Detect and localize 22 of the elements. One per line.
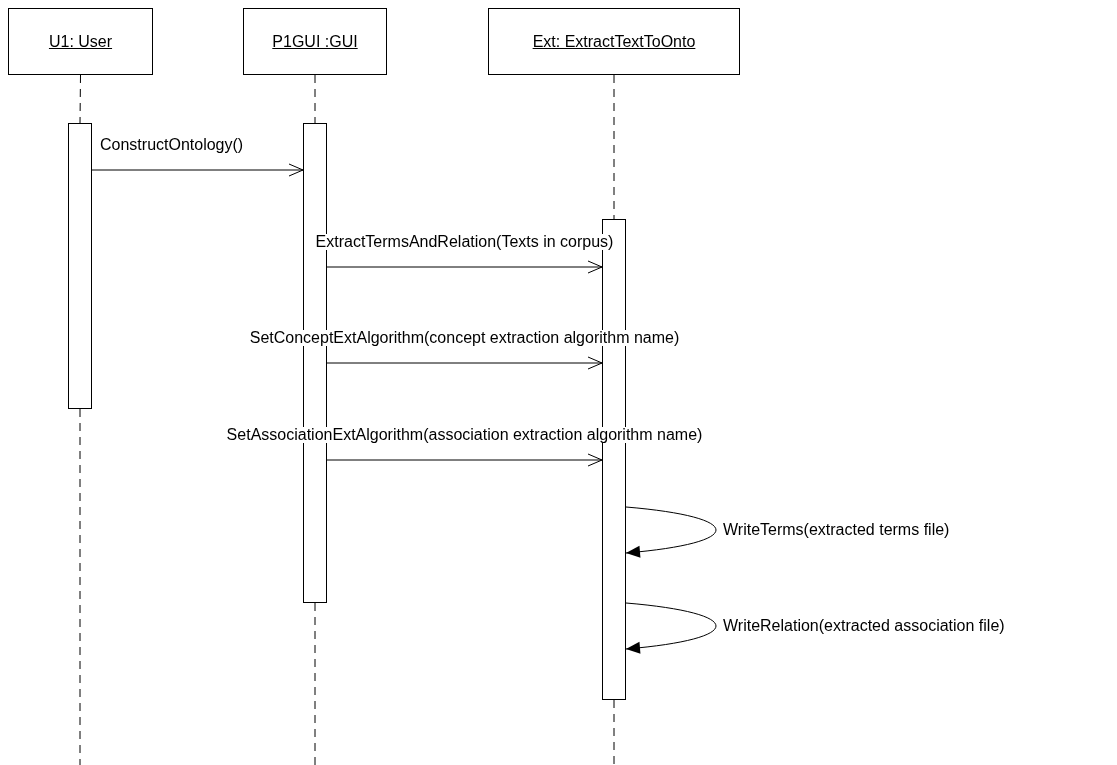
object-box [8,8,153,75]
message-label: WriteTerms(extracted terms file) [723,522,950,538]
message-arrow [326,453,603,467]
object-box [488,8,740,75]
message-label: ConstructOntology() [100,137,244,153]
activation-bar [68,123,92,409]
object-name: P1GUI :GUI [272,31,358,52]
message-arrow [326,356,603,370]
message-arrow [326,260,603,274]
lifeline [613,74,615,220]
message-arrow [91,163,304,177]
self-message-arrow [625,602,717,654]
message-label: SetConceptExtAlgorithm(concept extraction algorithm name) [249,330,680,346]
message-label: SetAssociationExtAlgorithm(association extraction algorithm name) [226,427,703,443]
object-name: U1: User [48,31,113,52]
message-label: WriteRelation(extracted association file) [723,618,1005,634]
message-label: ExtractTermsAndRelation(Texts in corpus) [315,234,614,250]
object-name: Ext: ExtractTextToOnto [532,31,696,52]
lifeline [79,74,81,124]
object-box [243,8,387,75]
self-message-arrow [625,506,717,558]
lifeline [314,74,316,124]
